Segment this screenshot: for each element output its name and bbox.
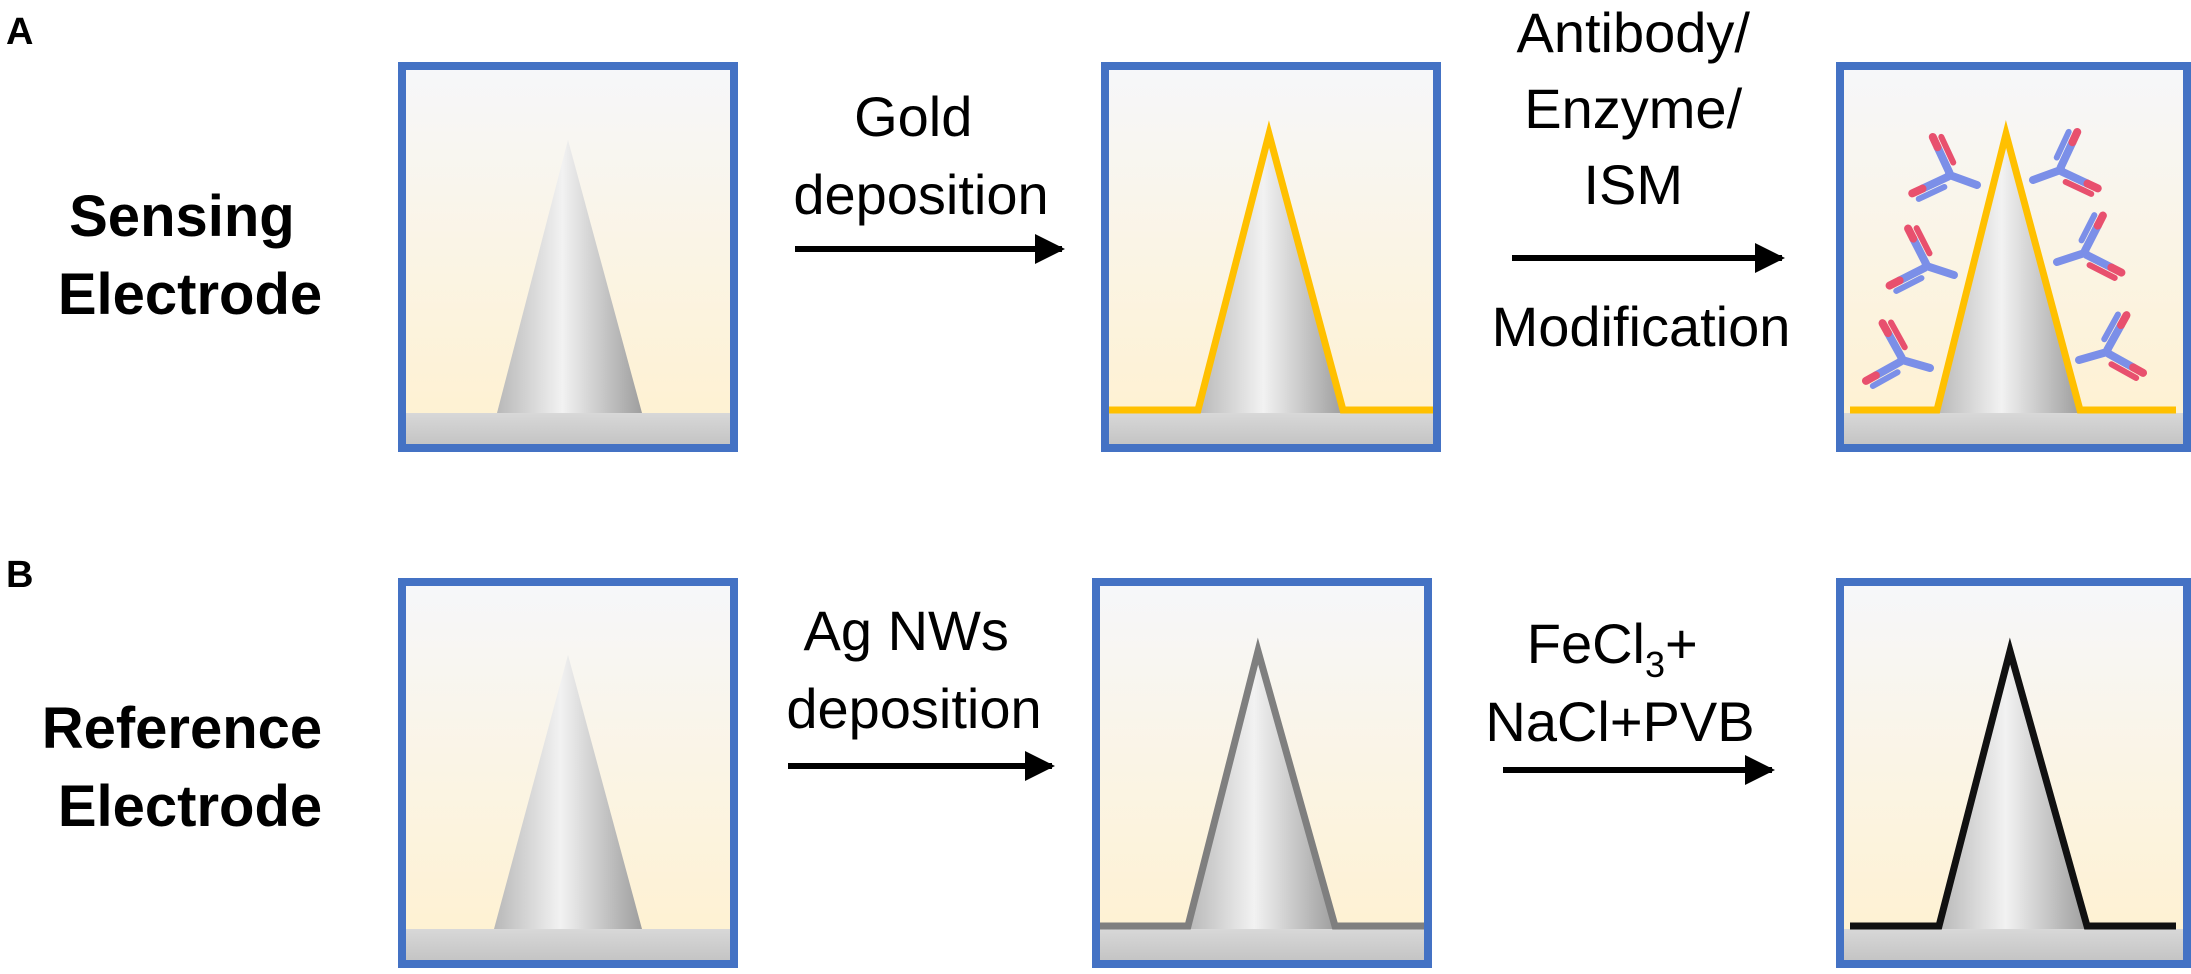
ag-nw-coating-layer: [1096, 637, 1428, 930]
electrode-box-functionalized: [1836, 62, 2191, 452]
row-label-line: Electrode: [58, 774, 322, 839]
process-step-fecl3-nacl-pvb: FeCl3+ NaCl+PVB: [1485, 612, 1775, 785]
formula-part: FeCl: [1527, 612, 1645, 675]
step-label: Antibody/ Enzyme/ ISM Modification: [1492, 1, 1791, 358]
step-label-line: Modification: [1492, 295, 1791, 358]
microneedle-cone: [1937, 140, 2080, 413]
electrode-box-bare: [398, 62, 738, 452]
panel-letter-b: B: [6, 554, 33, 596]
row-label-sensing-electrode: Sensing Electrode: [58, 184, 322, 327]
panel-b: B Reference Electrode Ag NWs deposition: [6, 554, 2191, 968]
electrode-box-gold-coated: [1101, 62, 1441, 452]
row-label-line: Electrode: [58, 262, 322, 327]
microneedle-cone: [497, 140, 642, 413]
electrode-box-bare: [398, 578, 738, 968]
step-label-line: Antibody/: [1516, 1, 1750, 64]
row-label-line: Sensing: [69, 184, 295, 249]
microneedle-cone: [494, 655, 642, 929]
step-label-line: Enzyme/: [1524, 77, 1742, 140]
step-label-line: Ag NWs: [804, 599, 1009, 662]
step-label-line: ISM: [1583, 153, 1683, 216]
row-label-reference-electrode: Reference Electrode: [42, 696, 339, 839]
frame: [1836, 62, 2191, 452]
formula-part: +: [1665, 612, 1698, 675]
step-label-line: FeCl3+: [1527, 612, 1698, 685]
step-label-line: deposition: [793, 163, 1048, 226]
gold-coating-layer: [1850, 120, 2176, 414]
row-label-line: Reference: [42, 696, 322, 761]
frame: [1101, 62, 1441, 452]
process-step-gold-deposition: Gold deposition: [793, 85, 1065, 264]
process-step-ag-nws-deposition: Ag NWs deposition: [786, 599, 1055, 781]
formula-subscript: 3: [1645, 644, 1665, 685]
panel-a: A Sensing Electrode Gold deposition: [6, 1, 2191, 452]
electrode-box-ag-nw-coated: [1092, 578, 1432, 968]
gold-coating-layer: [1105, 120, 1437, 414]
microneedle-cone: [1939, 655, 2087, 929]
microneedle-cone: [1198, 140, 1343, 413]
frame: [1836, 578, 2191, 968]
step-label: FeCl3+ NaCl+PVB: [1485, 612, 1754, 753]
process-step-modification: Antibody/ Enzyme/ ISM Modification: [1492, 1, 1791, 358]
electrode-box-agcl-treated: [1836, 578, 2191, 968]
agcl-coating-layer: [1850, 637, 2176, 930]
step-label: Gold deposition: [793, 85, 1048, 226]
frame: [398, 62, 738, 452]
step-label: Ag NWs deposition: [786, 599, 1041, 740]
frame: [1092, 578, 1432, 968]
step-label-line: Gold: [854, 85, 972, 148]
step-label-line: deposition: [786, 677, 1041, 740]
microneedle-cone: [1188, 655, 1335, 929]
frame: [398, 578, 738, 968]
panel-letter-a: A: [6, 11, 33, 53]
step-label-line: NaCl+PVB: [1485, 690, 1754, 753]
